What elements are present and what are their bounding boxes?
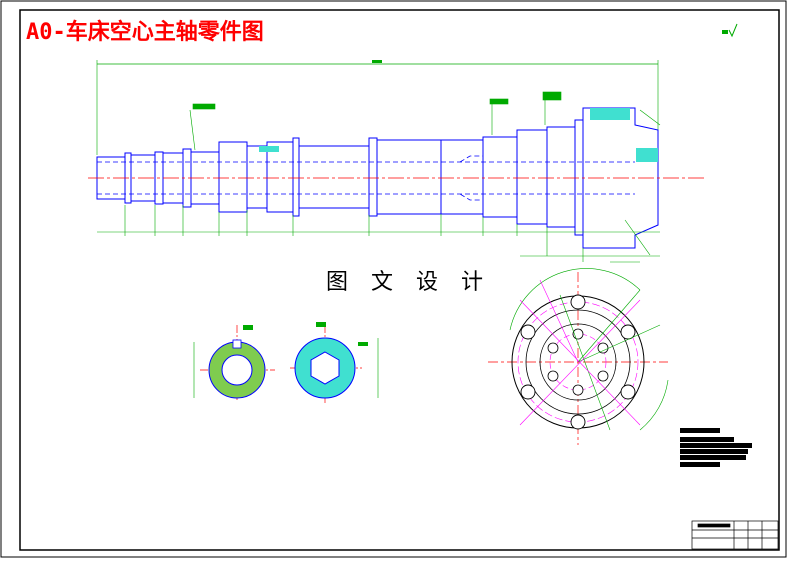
technical-notes-block: [680, 428, 752, 467]
roughness-symbol-icon: [722, 23, 738, 38]
watermark-text: 图 文 设 计: [326, 270, 491, 295]
title-block: [691, 520, 779, 550]
section-spline-right: [290, 322, 379, 405]
drawing-title: A0-车床空心主轴零件图: [26, 20, 264, 45]
section-keyway-left: [193, 325, 275, 400]
flange-end-view: [488, 268, 669, 445]
main-shaft-view: [88, 60, 705, 263]
inner-frame: [19, 9, 780, 551]
